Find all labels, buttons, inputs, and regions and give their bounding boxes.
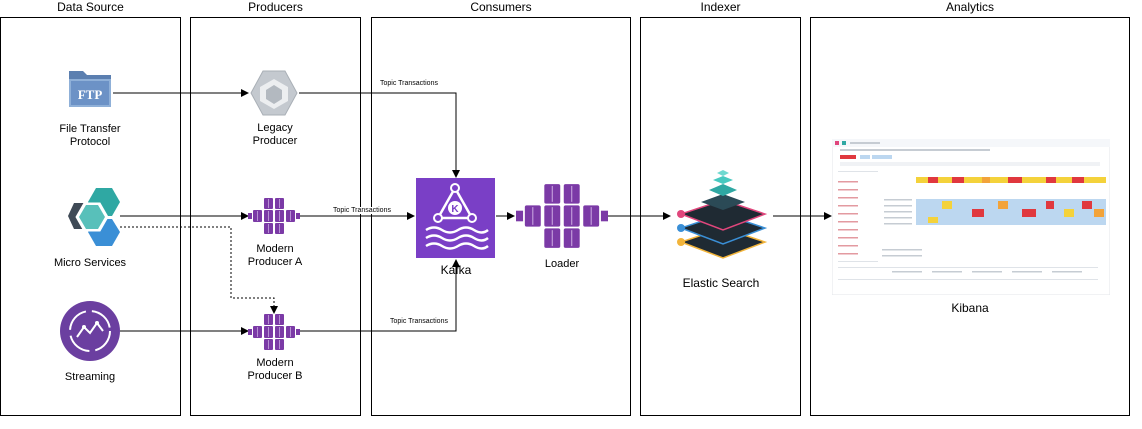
column-title-indexer: Indexer [700, 0, 741, 14]
container-cluster-icon-b [248, 314, 300, 350]
ftp-folder-icon: FTP [69, 71, 111, 107]
node-label-modern-producer-a: Modern Producer A [247, 243, 303, 268]
edge-modern-b-to-kafka [300, 259, 460, 332]
node-label-micro-services: Micro Services [53, 257, 127, 269]
edge-label-modern-b-topic: Topic Transactions [389, 318, 449, 325]
container-cluster-icon-loader [516, 184, 608, 248]
container-cluster-icon-a [248, 198, 300, 234]
stacked-layers-icon [677, 170, 768, 259]
column-title-analytics: Analytics [945, 0, 995, 14]
edge-label-legacy-topic: Topic Transactions [379, 80, 439, 87]
streaming-icon [60, 301, 120, 361]
node-label-kafka: Kafka [440, 263, 472, 277]
edge-legacy-to-kafka [299, 92, 460, 178]
dashboard-screenshot-icon [832, 139, 1110, 295]
edge-micro-to-modern-b [120, 226, 278, 314]
column-title-data-source: Data Source [57, 0, 124, 14]
column-title-producers: Producers [248, 0, 303, 14]
node-label-legacy-producer: Legacy Producer [252, 122, 298, 147]
column-title-consumers: Consumers [470, 0, 532, 14]
microservices-hexagon-icon [68, 188, 120, 246]
cube-icon [250, 70, 298, 116]
node-label-kibana: Kibana [951, 301, 989, 315]
kafka-icon: K [416, 178, 495, 258]
kafka-icon-letter: K [451, 204, 459, 215]
ftp-icon-text: FTP [78, 87, 103, 102]
node-label-streaming: Streaming [64, 371, 116, 383]
node-label-elastic-search: Elastic Search [682, 276, 760, 290]
node-label-modern-producer-b: Modern Producer B [247, 357, 303, 382]
node-label-loader: Loader [544, 258, 580, 270]
node-label-ftp: File Transfer Protocol [59, 123, 121, 148]
edge-label-modern-a-topic: Topic Transactions [332, 207, 392, 214]
